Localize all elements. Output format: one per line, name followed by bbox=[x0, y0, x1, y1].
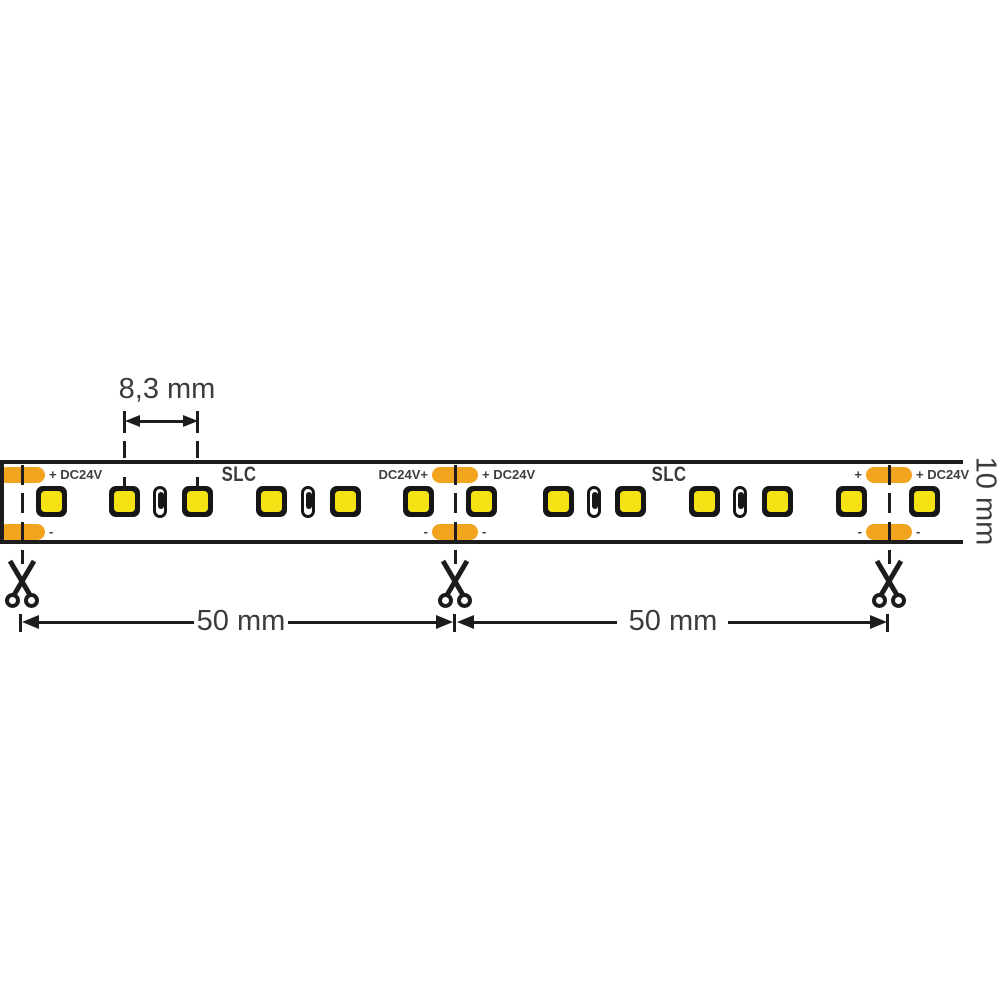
brand-logo: SLC bbox=[221, 463, 257, 486]
cut-tick bbox=[453, 614, 456, 632]
cut-line-through-top-pad bbox=[453, 465, 457, 485]
resistor-body bbox=[306, 492, 312, 509]
led-chip bbox=[108, 486, 140, 517]
dim-arrow-left-end bbox=[22, 615, 39, 629]
led-die bbox=[693, 491, 715, 512]
pitch-extension-dash bbox=[123, 441, 126, 458]
dim-arrow-right-end bbox=[870, 615, 887, 629]
led-die bbox=[334, 491, 356, 512]
resistor-body bbox=[592, 492, 598, 509]
led-die bbox=[260, 491, 282, 512]
led-die bbox=[547, 491, 569, 512]
pad-label-top-right: + DC24V bbox=[916, 467, 970, 482]
pad-label-bottom-left: - bbox=[857, 524, 862, 539]
led-chip bbox=[465, 486, 497, 517]
scissors-icon bbox=[438, 559, 472, 609]
led-chip bbox=[761, 486, 793, 517]
brand-logo: SLC bbox=[651, 463, 687, 486]
pitch-extension-dash bbox=[196, 477, 199, 491]
cut-line-dash-below-strip bbox=[20, 550, 24, 564]
led-chip bbox=[908, 486, 940, 517]
led-chip bbox=[255, 486, 287, 517]
scissors-icon bbox=[872, 559, 906, 609]
pitch-extension-dash bbox=[123, 477, 126, 491]
led-chip bbox=[614, 486, 646, 517]
pad-label-top-right: + DC24V bbox=[482, 467, 536, 482]
led-die bbox=[619, 491, 641, 512]
led-chip bbox=[835, 486, 867, 517]
dim-line-segment bbox=[38, 621, 194, 624]
cut-tick bbox=[19, 614, 22, 632]
led-die bbox=[113, 491, 135, 512]
scissors-icon bbox=[5, 559, 39, 609]
resistor-component bbox=[153, 486, 167, 518]
dim-arrow-mid-left bbox=[436, 615, 453, 629]
led-die bbox=[186, 491, 208, 512]
cut-line-dash-below-strip bbox=[887, 550, 891, 564]
pad-label-bottom-right: - bbox=[916, 524, 921, 539]
cut-line-dash-middle bbox=[20, 493, 24, 513]
cut-line-through-top-pad bbox=[20, 465, 24, 485]
led-die bbox=[407, 491, 429, 512]
strip-width-label: 10 mm bbox=[969, 456, 1000, 546]
led-chip bbox=[688, 486, 720, 517]
dim-line-segment bbox=[288, 621, 436, 624]
cut-line-dash-below-strip bbox=[453, 550, 457, 564]
resistor-body bbox=[738, 492, 744, 509]
led-chip bbox=[181, 486, 213, 517]
resistor-component bbox=[587, 486, 601, 518]
cut-tick bbox=[886, 614, 889, 632]
led-die bbox=[913, 491, 935, 512]
dim-arrow-mid-right bbox=[457, 615, 474, 629]
cut-line-dash-middle bbox=[453, 493, 457, 513]
pad-label-bottom-left: - bbox=[423, 524, 428, 539]
led-die bbox=[40, 491, 62, 512]
pitch-arrow-right bbox=[183, 415, 198, 427]
led-die bbox=[840, 491, 862, 512]
led-chip bbox=[35, 486, 67, 517]
led-die bbox=[766, 491, 788, 512]
dim-line-segment bbox=[474, 621, 617, 624]
pad-label-top-left: DC24V+ bbox=[378, 467, 429, 482]
segment-length-label: 50 mm bbox=[196, 605, 286, 637]
led-chip bbox=[402, 486, 434, 517]
resistor-body bbox=[158, 492, 164, 509]
cut-line-through-bottom-pad bbox=[887, 522, 891, 542]
led-chip bbox=[329, 486, 361, 517]
pad-label-top-left: + bbox=[854, 467, 862, 482]
dim-line-segment bbox=[728, 621, 871, 624]
pitch-extension-dash bbox=[196, 441, 199, 458]
segment-length-label: 50 mm bbox=[628, 605, 718, 637]
pitch-arrow-left bbox=[125, 415, 140, 427]
cut-line-through-bottom-pad bbox=[453, 522, 457, 542]
pad-label-bottom-right: - bbox=[49, 524, 54, 539]
strip-left-edge bbox=[0, 460, 4, 544]
pad-label-top-right: + DC24V bbox=[49, 467, 103, 482]
cut-line-dash-middle bbox=[887, 493, 891, 513]
pitch-tick-left bbox=[123, 411, 126, 433]
cut-line-through-top-pad bbox=[887, 465, 891, 485]
resistor-component bbox=[301, 486, 315, 518]
pitch-dimension-line bbox=[130, 420, 192, 423]
pad-label-bottom-right: - bbox=[482, 524, 487, 539]
led-chip bbox=[542, 486, 574, 517]
pitch-dimension-label: 8,3 mm bbox=[118, 373, 216, 405]
cut-line-through-bottom-pad bbox=[20, 522, 24, 542]
led-die bbox=[470, 491, 492, 512]
resistor-component bbox=[733, 486, 747, 518]
